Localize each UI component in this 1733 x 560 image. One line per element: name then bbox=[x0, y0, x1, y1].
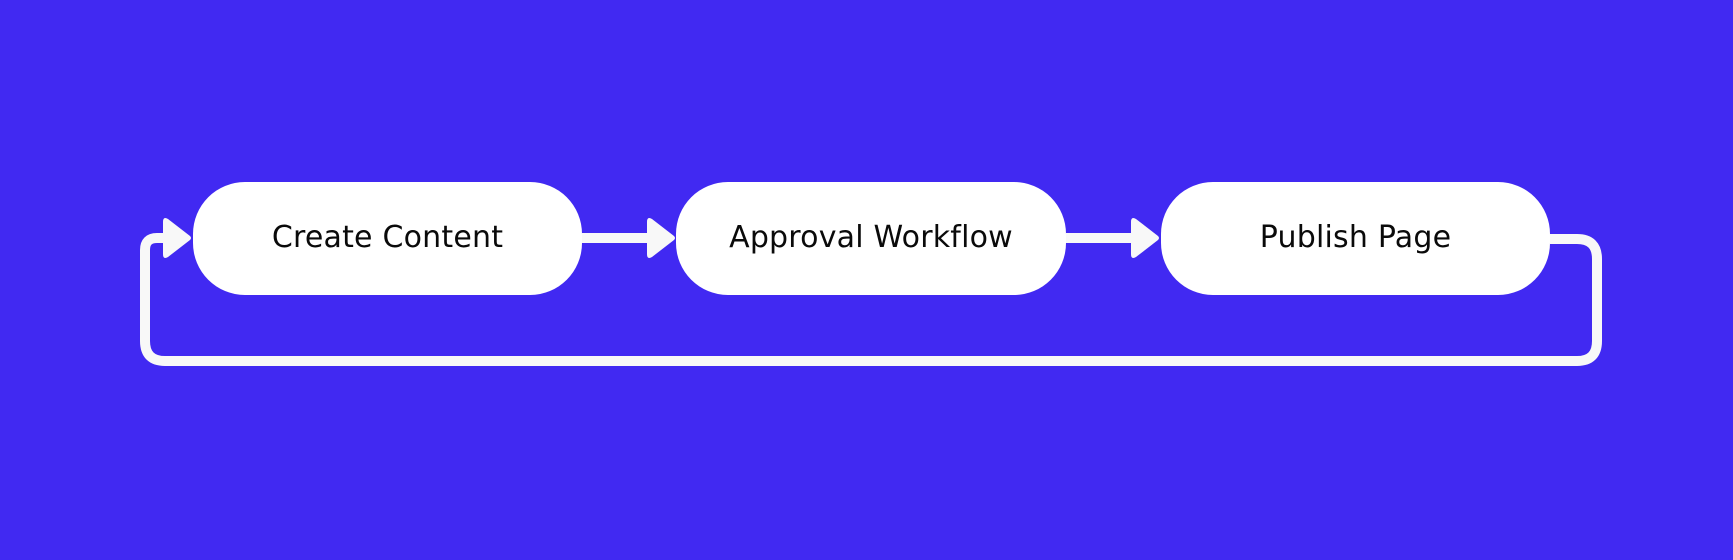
arrowhead-icon bbox=[163, 218, 191, 258]
arrowhead-icon bbox=[1131, 218, 1159, 258]
node-approval-workflow[interactable]: Approval Workflow bbox=[676, 182, 1066, 295]
edge-create-to-approval bbox=[582, 218, 675, 258]
arrowhead-icon bbox=[647, 218, 675, 258]
edge-approval-to-publish bbox=[1066, 218, 1159, 258]
loop-connector-line bbox=[140, 233, 1602, 366]
node-create-content[interactable]: Create Content bbox=[193, 182, 582, 295]
node-label: Approval Workflow bbox=[729, 219, 1013, 255]
edge-publish-loop-to-create bbox=[140, 218, 1602, 366]
node-publish-page[interactable]: Publish Page bbox=[1161, 182, 1550, 295]
node-label: Publish Page bbox=[1259, 219, 1452, 255]
node-label: Create Content bbox=[271, 219, 504, 255]
